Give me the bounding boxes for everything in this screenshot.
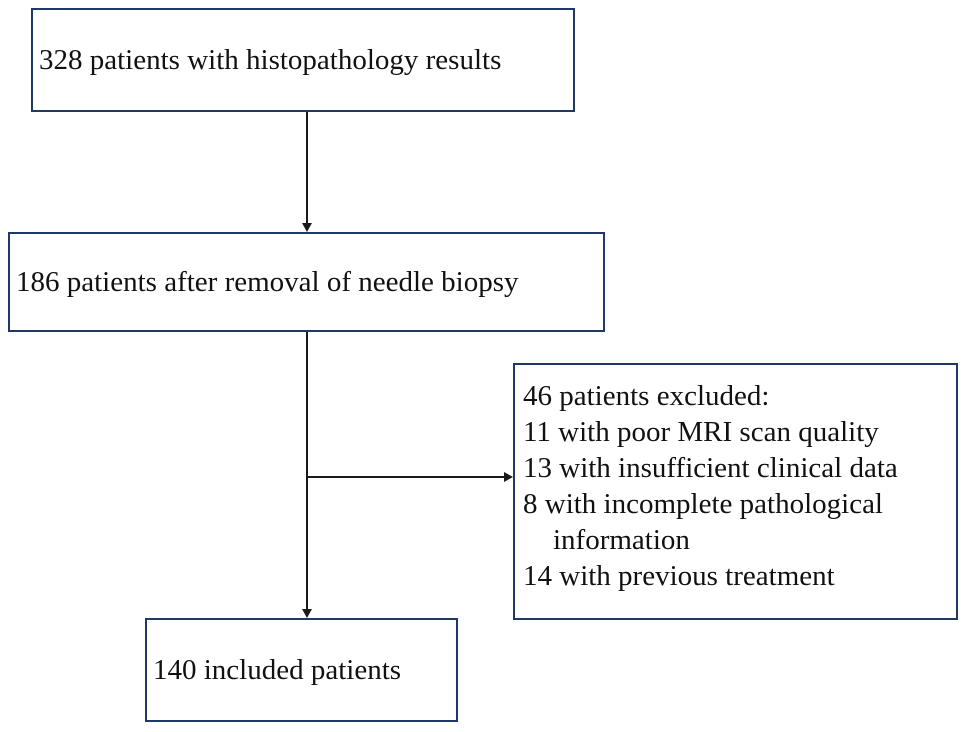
excluded-line: 11 with poor MRI scan quality (523, 416, 879, 448)
flow-box-excluded: 46 patients excluded: 11 with poor MRI s… (513, 363, 958, 620)
connector-line-branch-to-excluded (307, 476, 505, 478)
flow-box-histopathology: 328 patients with histopathology results (31, 8, 575, 112)
excluded-line: 8 with incomplete pathological (523, 488, 883, 520)
arrowhead-right-icon (504, 472, 513, 482)
flow-box-included: 140 included patients (145, 618, 458, 722)
flow-box-included-label: 140 included patients (153, 653, 402, 686)
arrowhead-down-icon (302, 223, 312, 232)
flow-box-needle-biopsy-removal-label: 186 patients after removal of needle bio… (16, 265, 519, 298)
arrowhead-down-icon (302, 609, 312, 618)
excluded-line: 46 patients excluded: (523, 380, 770, 412)
connector-line-second-to-included (306, 332, 308, 610)
connector-line-top-to-second (306, 112, 308, 224)
flow-box-histopathology-label: 328 patients with histopathology results (39, 43, 502, 76)
excluded-line-continuation: information (553, 524, 690, 556)
flow-box-needle-biopsy-removal: 186 patients after removal of needle bio… (8, 232, 605, 332)
excluded-line: 13 with insufficient clinical data (523, 452, 898, 484)
excluded-line: 14 with previous treatment (523, 560, 835, 592)
